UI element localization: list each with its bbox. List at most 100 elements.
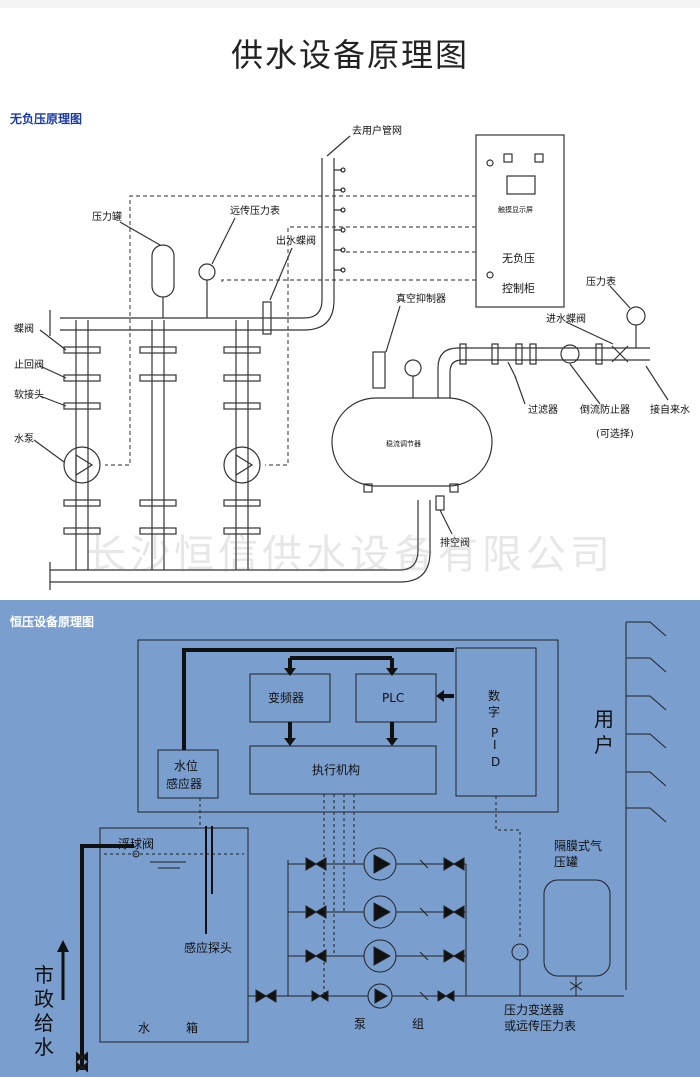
city-char: 市 — [34, 963, 54, 987]
city-char: 政 — [34, 987, 54, 1011]
actuator-label: 执行机构 — [312, 762, 360, 777]
filter — [507, 361, 517, 379]
bladder-line1: 隔膜式气 — [554, 838, 602, 853]
top-strip — [0, 0, 700, 8]
inlet-butterfly-valve — [611, 345, 629, 363]
label-butterfly-valve: 蝶阀 — [14, 322, 34, 335]
bladder-line2: 压罐 — [554, 855, 578, 869]
cabinet-indicator — [486, 159, 494, 167]
inlet-pipe — [437, 347, 650, 398]
city-inlet-pipe — [80, 844, 134, 1070]
level-probe — [205, 826, 213, 934]
backflow-preventer — [560, 344, 580, 364]
pump-column — [223, 320, 261, 570]
suction-valve — [255, 989, 277, 1003]
panel1-label: 无负压原理图 — [10, 112, 83, 126]
label-filter: 过滤器 — [528, 403, 558, 416]
water-tank — [99, 827, 249, 1043]
level-sensor-line2: 感应器 — [166, 776, 202, 791]
vacuum-leader — [385, 305, 401, 353]
control-cabinet — [475, 134, 565, 308]
label-drain: 排空阀 — [440, 536, 470, 549]
user-char: 用 — [594, 707, 614, 731]
pid-char: P — [491, 726, 498, 740]
left-leaders — [33, 329, 67, 463]
pid-char: 数 — [488, 688, 500, 703]
label-outlet-valve: 出水蝶阀 — [276, 234, 316, 247]
inlet-gauge — [626, 306, 646, 326]
plc-label: PLC — [382, 691, 404, 705]
actuator-box — [249, 745, 437, 795]
pressure-tank — [151, 244, 175, 298]
label-pressure-tank: 压力罐 — [92, 210, 122, 223]
bladder-tank — [543, 879, 611, 977]
cabinet-button — [503, 153, 513, 163]
tank-char: 水 — [138, 1021, 150, 1035]
probe-label: 感应探头 — [184, 940, 232, 955]
pid-char: D — [491, 755, 500, 769]
panel2-label: 恒压设备原理图 — [10, 615, 95, 629]
label-pump: 水泵 — [14, 433, 34, 445]
touch-screen — [506, 175, 536, 195]
city-char: 水 — [34, 1035, 54, 1059]
pid-char: I — [493, 738, 497, 752]
actuator-signal-lines — [323, 794, 355, 996]
user-riser-pipe — [60, 158, 335, 331]
remote-gauge-leader — [211, 217, 236, 265]
control-box — [137, 639, 559, 813]
watermark: 长沙恒信供水设备有限公司 — [86, 532, 614, 578]
cabinet-indicator — [486, 271, 494, 279]
cabinet-label-line1: 无负压 — [502, 251, 535, 265]
transmitter-line2: 或远传压力表 — [504, 1018, 576, 1033]
float-valve-label: 浮球阀 — [118, 837, 154, 851]
tank-leader — [119, 221, 161, 246]
pump-group-char: 泵 — [354, 1017, 366, 1031]
city-char: 给 — [34, 1011, 54, 1035]
drain-leader — [439, 509, 453, 535]
user-char: 户 — [594, 733, 614, 757]
outlet-valve — [262, 301, 272, 335]
control-wiring — [105, 195, 476, 466]
page-title: 供水设备原理图 — [230, 36, 469, 74]
touch-screen-label: 触摸显示屏 — [498, 205, 533, 214]
city-inlet-valve — [75, 1051, 89, 1073]
label-stabilizer: 稳流调节器 — [386, 439, 421, 448]
float-valve — [132, 850, 140, 858]
label-to-user: 去用户管网 — [352, 124, 402, 137]
remote-gauge — [198, 263, 216, 281]
stabilizer-vessel — [331, 397, 493, 487]
user-leader — [326, 135, 351, 157]
bypass-column — [139, 320, 177, 570]
constant-pressure-diagram: 变频器 PLC 数 字 P I D 执行机构 水位 感应器 用 户 水 箱 感应… — [0, 600, 700, 1077]
pump-rows — [288, 847, 624, 1009]
user-outlets — [626, 621, 667, 823]
inverter-label: 变频器 — [268, 690, 304, 705]
level-sensor-line1: 水位 — [174, 758, 198, 773]
label-remote-gauge: 远传压力表 — [230, 204, 280, 217]
pid-char: 字 — [488, 704, 500, 719]
label-tap-water: 接自来水 — [650, 403, 690, 416]
pump-2 — [223, 446, 261, 484]
user-outlets — [334, 167, 346, 273]
label-gauge: 压力表 — [586, 275, 616, 288]
label-optional: (可选择) — [596, 427, 634, 440]
panel2-background — [0, 600, 700, 1077]
drain-valve — [435, 495, 445, 511]
label-vacuum: 真空抑制器 — [396, 292, 446, 305]
transmitter-line1: 压力变送器 — [504, 1002, 564, 1017]
label-check-valve: 止回阀 — [14, 358, 44, 371]
inlet-leaders — [514, 285, 669, 405]
pump-column — [63, 320, 101, 570]
tank-char: 箱 — [186, 1020, 198, 1035]
label-soft-joint: 软接头 — [14, 388, 44, 401]
pump-group-char: 组 — [412, 1017, 424, 1031]
pump-1 — [63, 446, 101, 484]
label-inlet-valve: 进水蝶阀 — [546, 312, 586, 325]
arrow-heads — [284, 668, 444, 746]
vessel-gauge — [404, 359, 422, 377]
level-sensor-box — [157, 749, 219, 799]
cabinet-label-line2: 控制柜 — [502, 281, 535, 295]
plc-box — [355, 673, 437, 723]
outlet-valve-leader — [269, 247, 293, 301]
label-backflow: 倒流防止器 — [580, 403, 630, 416]
